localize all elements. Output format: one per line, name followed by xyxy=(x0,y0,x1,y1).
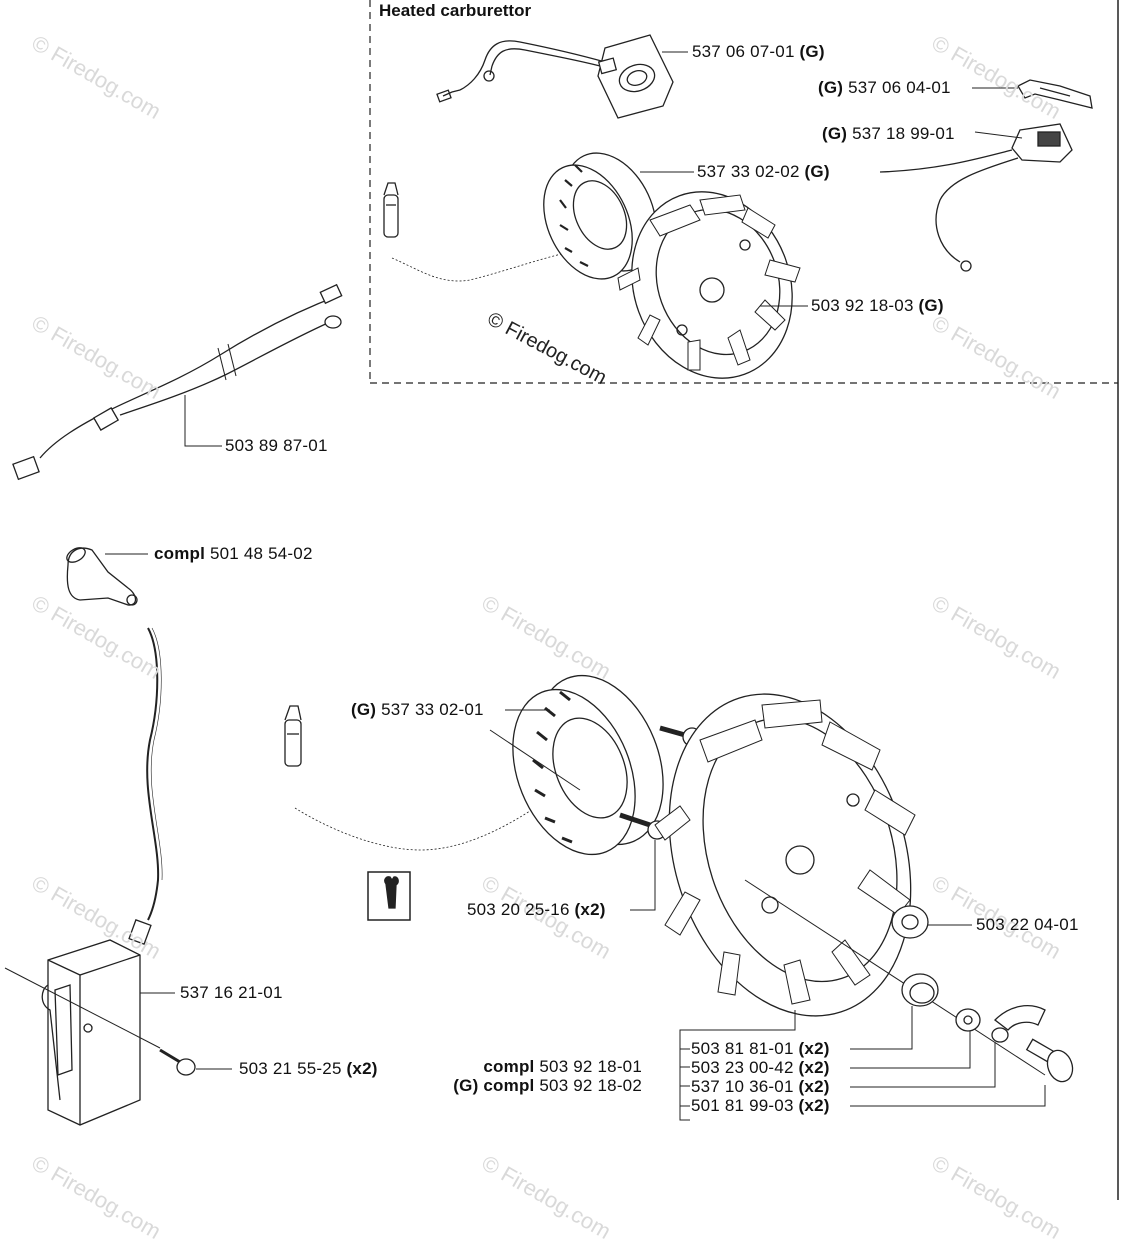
module-screw xyxy=(159,1048,196,1076)
part-label-503-21-55-25: 503 21 55-25 (x2) xyxy=(239,1059,378,1078)
part-label-537-06-04-01: (G) 537 06 04-01 xyxy=(818,78,951,97)
part-label-537-10-36-01: 537 10 36-01 (x2) xyxy=(691,1077,830,1096)
part-label-503-92-18-01: compl 503 92 18-01 xyxy=(483,1057,642,1076)
ht-lead xyxy=(146,627,160,921)
part-label-537-16-21-01: 537 16 21-01 xyxy=(180,983,283,1002)
diagram-drawing xyxy=(4,0,1119,1200)
part-label-537-33-02-01: (G) 537 33 02-01 xyxy=(351,700,484,719)
sleeve xyxy=(901,973,939,1007)
wrench-icon xyxy=(367,871,411,921)
connector-pin-main xyxy=(284,705,302,767)
flywheel-top xyxy=(617,191,801,379)
heated-carburettor-box xyxy=(369,0,1118,384)
clip-part xyxy=(1017,79,1093,109)
section-title: Heated carburettor xyxy=(379,1,532,20)
washer xyxy=(955,1008,981,1032)
ignition-module xyxy=(41,919,152,1126)
magnet-ring-main xyxy=(512,674,664,856)
pawl xyxy=(991,1005,1046,1043)
part-label-503-81-81-01: 503 81 81-01 (x2) xyxy=(691,1039,830,1058)
part-label-501-81-99-03: 501 81 99-03 (x2) xyxy=(691,1096,830,1115)
parts-diagram: © Firedog.com © Firedog.com © Firedog.co… xyxy=(4,0,1119,1244)
part-label-501-48-54-02: compl 501 48 54-02 xyxy=(154,544,313,563)
flywheel-main xyxy=(654,693,916,1017)
part-label-537-18-99-01: (G) 537 18 99-01 xyxy=(822,124,955,143)
part-label-503-89-87-01: 503 89 87-01 xyxy=(225,436,328,455)
flywheel-nut xyxy=(891,905,929,939)
part-label-503-92-18-03: 503 92 18-03 (G) xyxy=(811,296,944,315)
connector-pin-top xyxy=(383,182,399,238)
wire-harness xyxy=(12,283,343,481)
pawl-pin xyxy=(1025,1038,1074,1083)
spark-plug-cap xyxy=(66,547,138,606)
magnet-ring-top xyxy=(543,152,657,280)
part-label-503-22-04-01: 503 22 04-01 xyxy=(976,915,1079,934)
heater-element xyxy=(436,34,674,119)
part-label-537-33-02-02: 537 33 02-02 (G) xyxy=(697,162,830,181)
part-label-503-20-25-16: 503 20 25-16 (x2) xyxy=(467,900,606,919)
part-label-537-06-07-01: 537 06 07-01 (G) xyxy=(692,42,825,61)
thermostat xyxy=(879,123,1073,272)
part-label-503-92-18-02: (G) compl 503 92 18-02 xyxy=(453,1076,642,1095)
part-label-503-23-00-42: 503 23 00-42 (x2) xyxy=(691,1058,830,1077)
